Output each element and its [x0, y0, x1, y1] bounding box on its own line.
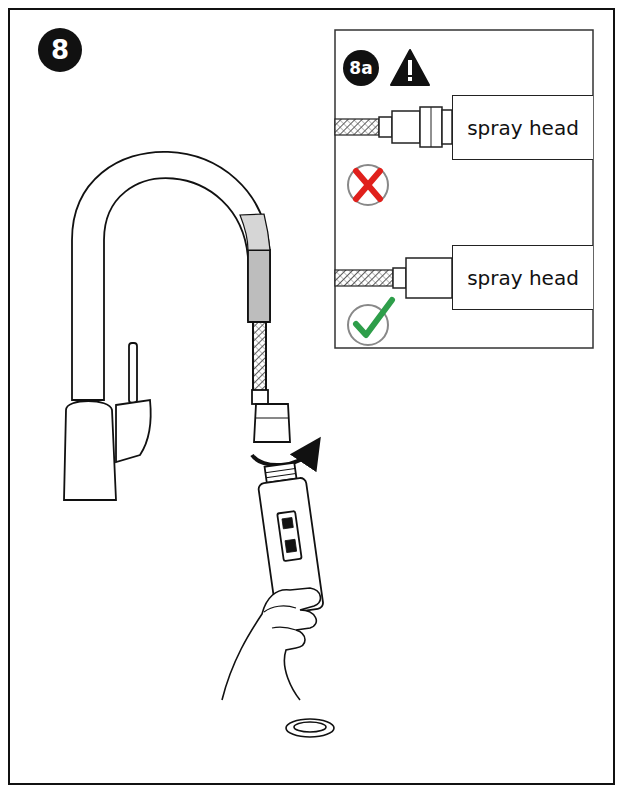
right-connection: [335, 245, 459, 310]
inset-panel: [335, 30, 593, 348]
part-label: spray head: [467, 116, 579, 140]
step-number: 8: [38, 28, 82, 72]
step-number: 8a: [343, 50, 379, 86]
part-label: spray head: [467, 266, 579, 290]
part-label-box: spray head: [452, 95, 593, 160]
faucet: [64, 152, 290, 500]
step-number-text: 8a: [349, 58, 372, 78]
wrong-mark: [348, 165, 388, 205]
frame: [9, 9, 614, 784]
washer: [286, 719, 334, 737]
rotation-arrow: [252, 450, 312, 465]
part-label-box: spray head: [452, 245, 593, 310]
wrong-connection: [335, 95, 459, 160]
right-mark: [348, 300, 392, 345]
hand: [222, 588, 320, 700]
warning-symbol: [391, 50, 429, 85]
step-number-text: 8: [51, 35, 69, 65]
